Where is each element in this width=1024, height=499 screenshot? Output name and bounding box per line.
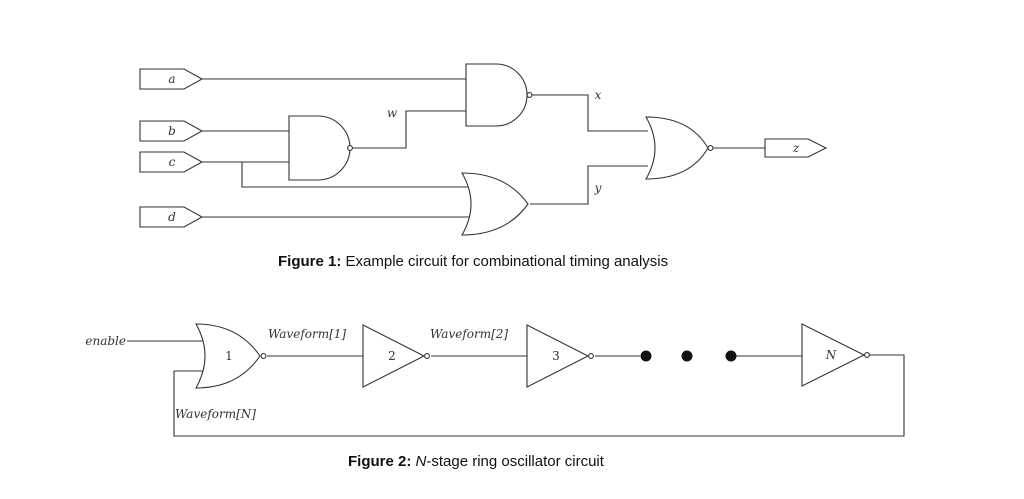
or-gate-1 (461, 172, 529, 236)
output-pin-z: z (764, 138, 828, 158)
or-gate-stage-1: 1 (195, 323, 267, 389)
figure-2-caption-n: N (415, 453, 427, 470)
input-pin-c: c (139, 151, 204, 173)
stage-1-label: 1 (225, 349, 233, 363)
and-gate-1 (288, 115, 353, 181)
wire-label-w: w (387, 106, 398, 120)
waveform-2-label: Waveform[2] (430, 327, 508, 341)
wire-label-y: y (594, 181, 602, 195)
input-pin-a: a (139, 68, 204, 90)
input-label-c: c (169, 155, 176, 169)
figure-1-caption-text: Example circuit for combinational timing… (341, 253, 669, 270)
figure-2-wires (127, 340, 905, 437)
waveform-n-label: Waveform[N] (175, 407, 256, 421)
figure-2-caption-label: Figure 2: (348, 453, 412, 470)
input-pin-d: d (139, 206, 204, 228)
stage-2-label: 2 (388, 349, 396, 363)
input-pin-b: b (139, 120, 204, 142)
inverter-stage-3: 3 (526, 324, 594, 388)
waveform-1-label: Waveform[1] (268, 327, 346, 341)
figure-1-caption: Figure 1: Example circuit for combinatio… (278, 253, 668, 270)
inverter-stage-2: 2 (362, 324, 430, 388)
figure-1-circuit: a b c d (139, 63, 828, 236)
ellipsis-dot-2 (681, 350, 693, 362)
stage-3-label: 3 (552, 349, 560, 363)
input-label-a: a (168, 72, 175, 86)
stage-n-label: N (825, 348, 837, 362)
figure-2-ring-oscillator: enable 1 2 3 (85, 323, 905, 437)
figure-2-caption: Figure 2: N-stage ring oscillator circui… (348, 453, 604, 470)
or-gate-2 (645, 116, 714, 180)
ellipsis-dot-1 (640, 350, 652, 362)
input-label-d: d (168, 210, 176, 224)
input-label-b: b (168, 124, 176, 138)
wire-label-x: x (595, 88, 602, 102)
ellipsis-dot-3 (725, 350, 737, 362)
inverter-stage-n: N (801, 323, 870, 387)
figure-2-caption-text: -stage ring oscillator circuit (426, 453, 604, 470)
enable-label: enable (85, 334, 126, 348)
output-label-z: z (792, 141, 800, 155)
and-gate-2 (465, 63, 533, 127)
figure-1-wires (202, 78, 765, 218)
figure-1-caption-label: Figure 1: (278, 253, 342, 270)
